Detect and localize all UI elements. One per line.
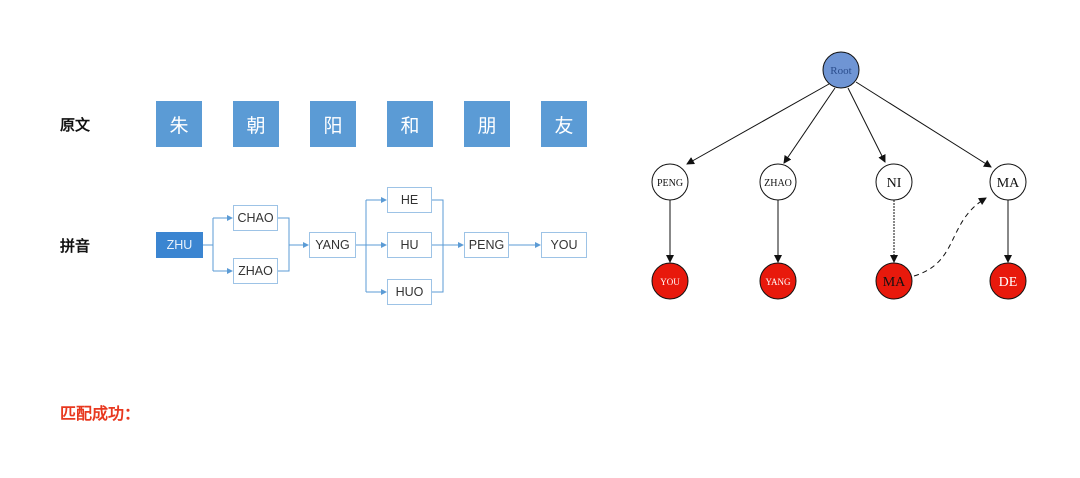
char-box-1: 朱 xyxy=(156,101,202,147)
tree-edge-root-zhao xyxy=(783,87,836,164)
tree-edge-ma-to-ma-dashed xyxy=(913,197,987,277)
tree-node-de: DE xyxy=(989,262,1027,300)
char-box-3: 阳 xyxy=(310,101,356,147)
svg-text:NI: NI xyxy=(887,176,902,191)
char-box-6: 友 xyxy=(541,101,587,147)
edge-chao-zhao-merge xyxy=(278,217,290,272)
char-box-5: 朋 xyxy=(464,101,510,147)
svg-text:YANG: YANG xyxy=(765,277,791,287)
pinyin-label: 拼音 xyxy=(60,237,91,255)
edge-he-hu-huo-merge xyxy=(432,199,444,293)
svg-text:MA: MA xyxy=(997,176,1020,191)
svg-text:YOU: YOU xyxy=(660,277,680,287)
tree-edge-root-ma xyxy=(855,81,992,168)
pinyin-box-chao: CHAO xyxy=(233,205,278,231)
svg-text:DE: DE xyxy=(999,275,1018,290)
tree-node-peng: PENG xyxy=(651,163,689,201)
tree-edge-root-ni xyxy=(847,87,886,163)
trie-tree: Root PENG ZHAO NI MA YOU YANG MA DE xyxy=(651,51,1027,300)
char-box-4: 和 xyxy=(387,101,433,147)
edge-yang-split xyxy=(356,200,367,292)
tree-node-ni: NI xyxy=(875,163,913,201)
pinyin-lattice-connectors xyxy=(203,197,541,295)
pinyin-box-peng: PENG xyxy=(464,232,509,258)
tree-node-root: Root xyxy=(822,51,860,89)
tree-node-ma-leaf: MA xyxy=(875,262,913,300)
tree-node-ma: MA xyxy=(989,163,1027,201)
edge-zhu-split xyxy=(203,218,214,271)
pinyin-box-he: HE xyxy=(387,187,432,213)
pinyin-box-yang: YANG xyxy=(309,232,356,258)
svg-text:Root: Root xyxy=(830,65,851,77)
char-box-2: 朝 xyxy=(233,101,279,147)
tree-node-zhao: ZHAO xyxy=(759,163,797,201)
pinyin-box-you: YOU xyxy=(541,232,587,258)
svg-text:MA: MA xyxy=(883,275,906,290)
pinyin-box-zhao: ZHAO xyxy=(233,258,278,284)
pinyin-box-huo: HUO xyxy=(387,279,432,305)
tree-node-you: YOU xyxy=(651,262,689,300)
original-text-label: 原文 xyxy=(60,116,91,134)
tree-node-yang: YANG xyxy=(759,262,797,300)
svg-text:ZHAO: ZHAO xyxy=(764,178,792,189)
svg-text:PENG: PENG xyxy=(657,178,683,189)
match-success-label: 匹配成功： xyxy=(60,404,141,423)
tree-edge-root-peng xyxy=(686,83,830,165)
pinyin-box-zhu: ZHU xyxy=(156,232,203,258)
pinyin-box-hu: HU xyxy=(387,232,432,258)
